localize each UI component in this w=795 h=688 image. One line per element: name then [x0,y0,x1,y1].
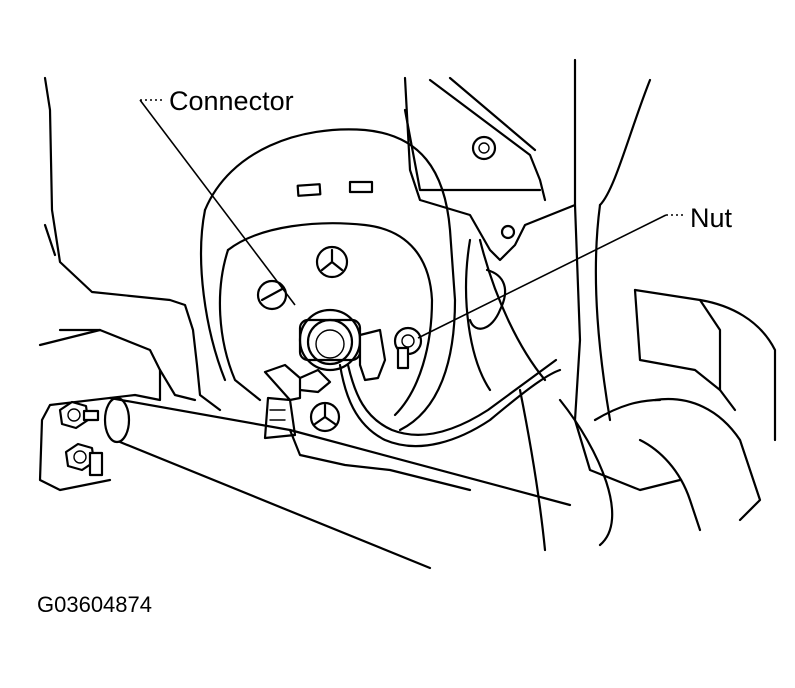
left-bracket [38,328,162,492]
left-bolt-lower [64,442,104,477]
left-bolt-upper [58,400,100,430]
right-hose [518,288,777,552]
nut-leader-arrow [417,214,667,339]
adjuster-screw-bottom [309,401,341,433]
nut-fastener [393,326,423,370]
connector-assembly [263,308,387,440]
connector-label: Connector [169,86,294,116]
wire-harness [338,363,562,448]
headlamp-housing [199,128,457,432]
right-mount-bracket [403,58,577,262]
adjuster-screw-left [256,279,288,311]
nut-label: Nut [690,203,733,233]
adjuster-screw-top [315,245,349,279]
body-panel-outline [43,76,222,412]
figure-id: G03604874 [37,592,152,617]
cross-bar [103,396,572,570]
right-frame [573,203,682,492]
connector-leader-arrow [139,99,296,306]
